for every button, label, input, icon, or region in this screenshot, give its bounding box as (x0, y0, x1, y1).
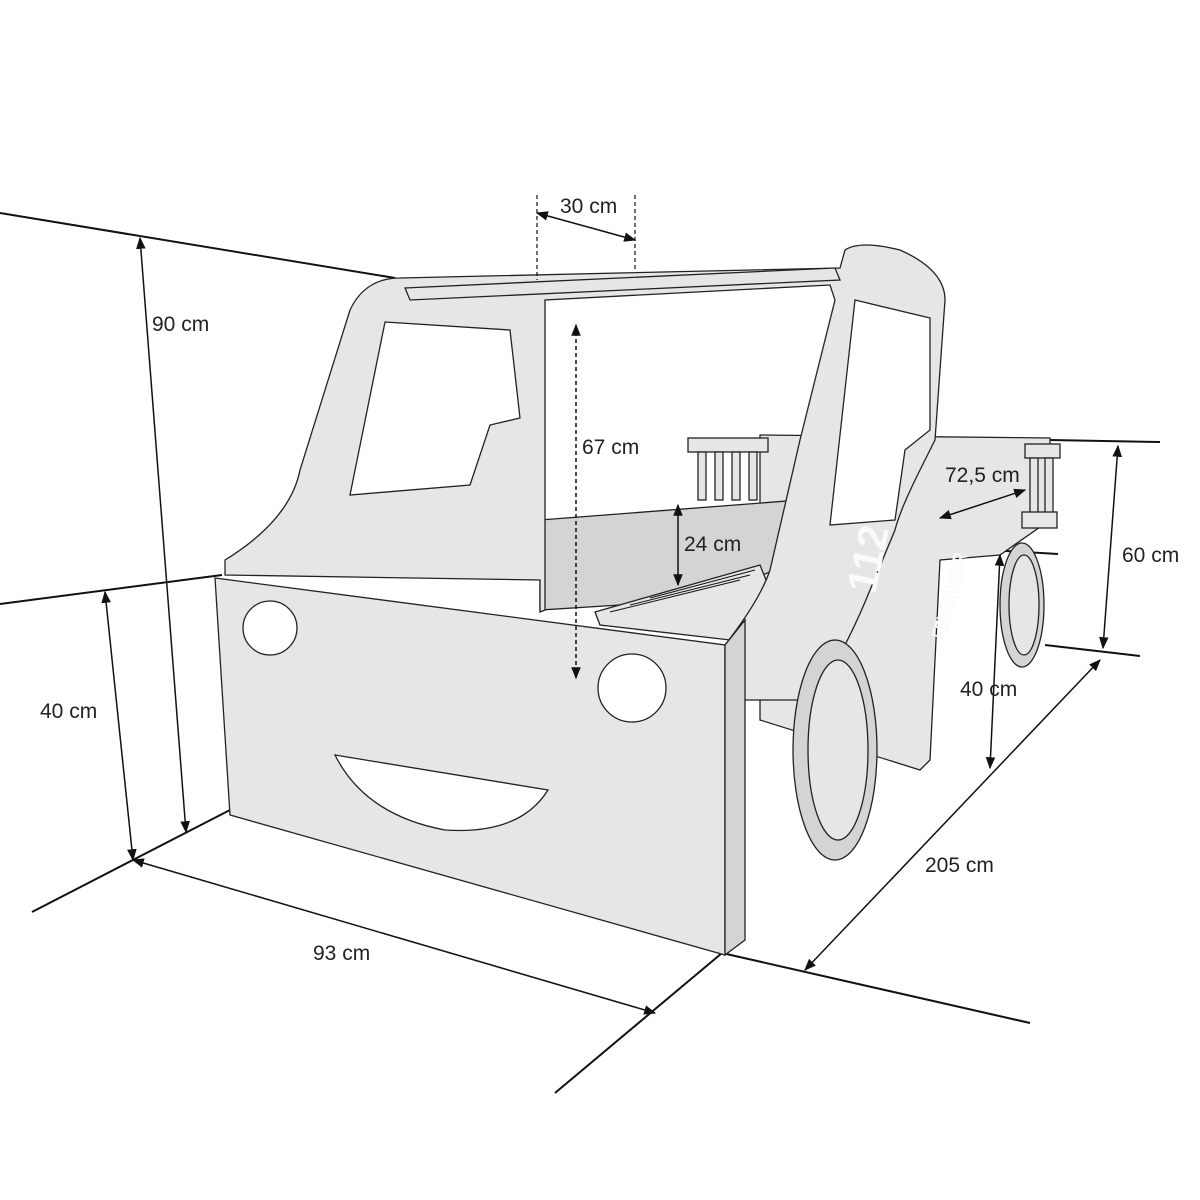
left-headlight (242, 600, 298, 656)
right-headlight (597, 653, 667, 723)
label-inner-height: 67 cm (582, 436, 639, 459)
label-width: 93 cm (313, 942, 370, 965)
dimension-labels: 30 cm 90 cm 67 cm 72,5 cm 24 cm 60 cm 40… (40, 195, 1179, 965)
label-rear-height: 60 cm (1122, 544, 1179, 567)
front-panel (214, 577, 746, 957)
front-wheel (792, 639, 878, 861)
label-length: 205 cm (925, 854, 994, 877)
label-total-height: 90 cm (152, 313, 209, 336)
rear-wheel (999, 542, 1045, 668)
label-front-height: 40 cm (40, 700, 97, 723)
rear-ladder-rail (687, 437, 1061, 529)
label-step-height: 24 cm (684, 533, 741, 556)
smile-grille (333, 754, 550, 832)
label-roof-depth: 30 cm (560, 195, 617, 218)
label-side-height: 40 cm (960, 678, 1017, 701)
dimension-lines (101, 195, 1122, 1015)
label-bed-width: 72,5 cm (945, 464, 1020, 487)
